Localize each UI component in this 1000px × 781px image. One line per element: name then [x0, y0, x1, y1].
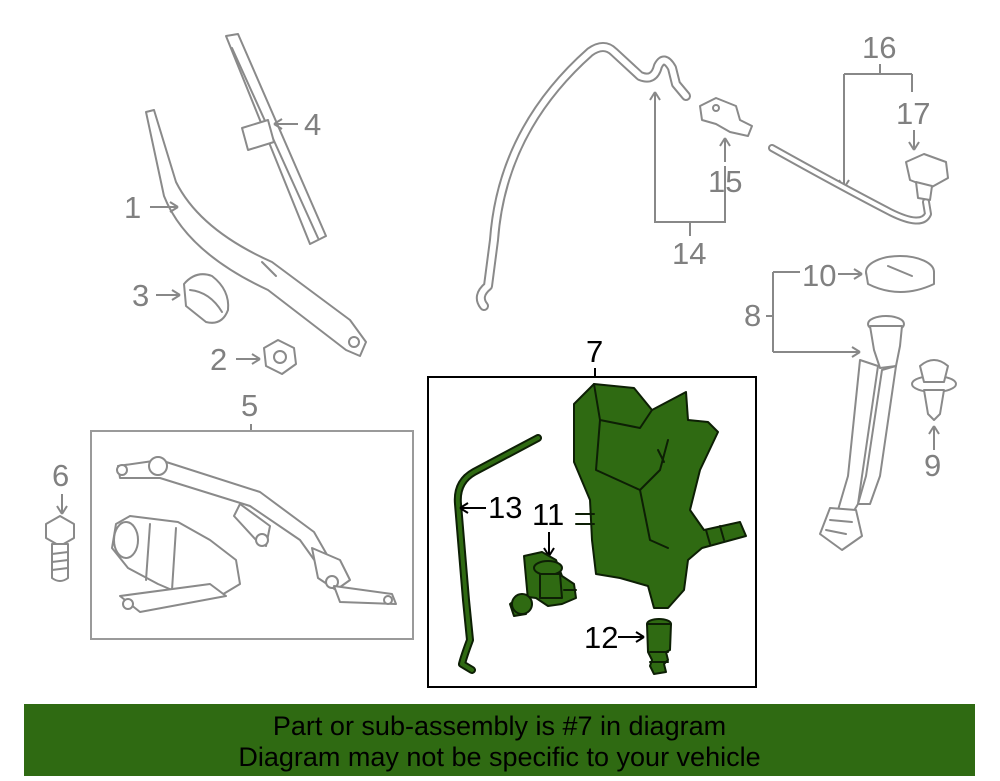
wiper-arm-part — [145, 109, 367, 357]
nut-part — [263, 339, 297, 375]
washer-hose-part — [475, 42, 691, 311]
callout-12: 12 — [584, 620, 618, 655]
arrowhead-15 — [719, 137, 731, 147]
nozzle-hose-part — [768, 144, 932, 225]
arrowhead-3 — [171, 289, 181, 301]
callout-7: 7 — [586, 334, 603, 369]
washer-pump-part — [509, 551, 577, 617]
washer-nozzle-part — [905, 153, 949, 201]
callout-5: 5 — [241, 388, 258, 423]
reservoir-hose-part — [453, 434, 542, 674]
arrowhead-2 — [251, 353, 261, 365]
callout-14: 14 — [672, 236, 706, 271]
arrowhead-4 — [273, 118, 283, 130]
arrowhead-13 — [459, 502, 469, 514]
banner-line-1: Part or sub-assembly is #7 in diagram — [272, 711, 727, 741]
wiper-blade-part — [225, 33, 327, 245]
arrowhead-10 — [853, 268, 863, 280]
callout-4: 4 — [304, 107, 321, 142]
arrowhead-8 — [851, 346, 861, 358]
arrowhead-17 — [908, 141, 920, 151]
callout-10: 10 — [802, 258, 836, 293]
callout-13: 13 — [488, 490, 522, 525]
arrowhead-6 — [56, 505, 68, 515]
arrowhead-1 — [169, 201, 179, 213]
bolt-part — [45, 515, 75, 582]
push-clip-part — [911, 359, 957, 421]
callout-3: 3 — [132, 278, 149, 313]
motor-linkage-part — [111, 456, 397, 613]
notice-banner: Part or sub-assembly is #7 in diagram Di… — [24, 704, 975, 776]
bracket-8 — [766, 271, 860, 353]
arrowhead-12 — [635, 631, 645, 643]
arrowhead-14 — [649, 91, 661, 101]
callout-17: 17 — [896, 96, 930, 131]
callout-15: 15 — [708, 164, 742, 199]
callout-9: 9 — [924, 448, 941, 483]
callout-6: 6 — [52, 458, 69, 493]
callout-1: 1 — [124, 190, 141, 225]
reservoir-assembly-box — [427, 376, 757, 688]
callout-16: 16 — [862, 30, 896, 65]
arm-cap-part — [183, 273, 230, 324]
reservoir-cap-part — [865, 255, 935, 293]
bracket-16 — [843, 64, 913, 188]
arrowhead-9 — [928, 425, 940, 435]
pump-filter-part — [646, 618, 672, 675]
callout-11: 11 — [532, 497, 564, 532]
callout-8: 8 — [744, 298, 761, 333]
callout-2: 2 — [210, 342, 227, 377]
filler-neck-part — [819, 315, 905, 551]
motor-linkage-box — [90, 430, 414, 640]
washer-reservoir-part — [573, 383, 747, 609]
banner-line-2: Diagram may not be specific to your vehi… — [238, 742, 761, 772]
hose-connector-part — [699, 97, 753, 137]
